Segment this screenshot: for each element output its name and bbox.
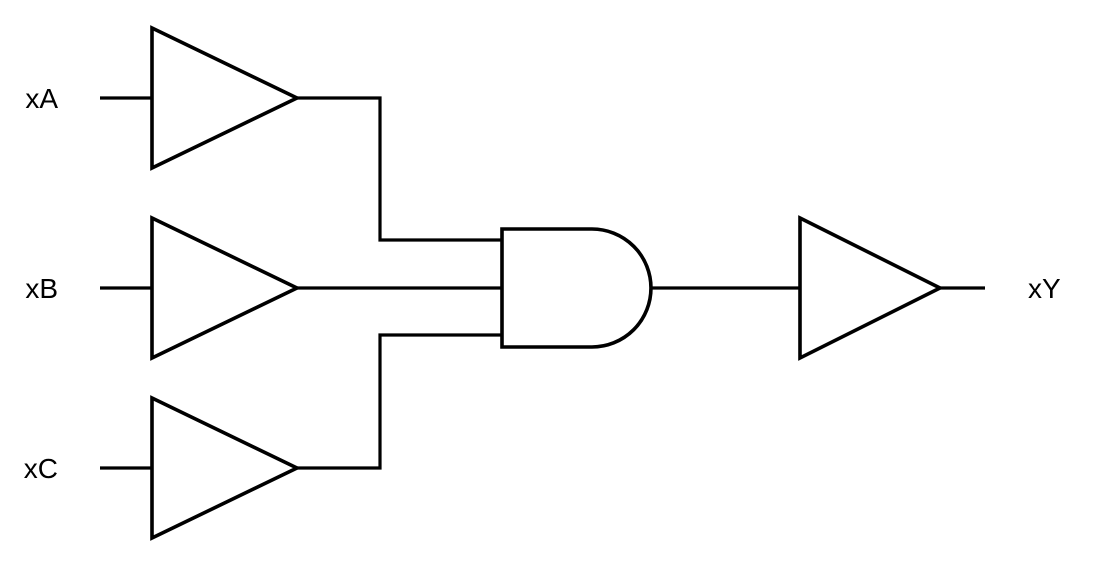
wire-buffer-a-to-and-gate (295, 96, 502, 242)
buffer-icon-input-a (150, 25, 302, 171)
input-b-label: xB (25, 273, 58, 304)
diagram-strokes (100, 25, 985, 541)
buffer-icon-input-c (150, 395, 302, 541)
and-gate-icon (500, 227, 653, 349)
buffer-icon-output (798, 215, 945, 361)
wire-buffer-c-to-and-gate (295, 333, 502, 470)
input-a-label: xA (25, 83, 58, 114)
buffer-icon-input-b (150, 215, 302, 361)
output-y-label: xY (1028, 273, 1061, 304)
input-c-label: xC (24, 453, 58, 484)
